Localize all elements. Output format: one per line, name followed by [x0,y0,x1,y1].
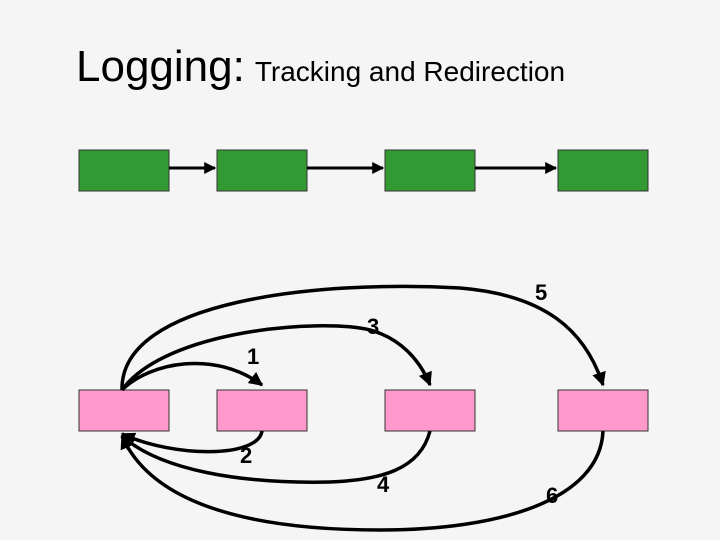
bottom-box-2 [216,389,308,432]
arrow-2 [120,430,264,454]
arrow-5 [120,284,606,391]
slide-title: Logging: Tracking and Redirection [76,42,565,92]
title-main: Logging: [76,42,245,91]
bottom-box-1 [78,389,170,432]
label-3: 3 [367,314,379,339]
bottom-row [78,389,649,432]
redirect-arrows [120,284,606,532]
label-4: 4 [377,472,390,497]
arrow-3 [120,324,432,392]
label-1: 1 [247,344,259,369]
label-5: 5 [535,280,547,305]
top-box-3 [384,149,476,192]
title-sub: Tracking and Redirection [254,56,566,87]
arrow-4 [120,430,432,484]
arrow-1 [120,361,264,392]
label-2: 2 [240,443,252,468]
top-box-2 [216,149,308,192]
top-box-4 [557,149,649,192]
bottom-box-3 [384,389,476,432]
bottom-box-4 [557,389,649,432]
label-6: 6 [546,483,558,508]
top-chain [78,149,649,192]
arrow-6 [120,430,605,532]
top-box-1 [78,149,170,192]
